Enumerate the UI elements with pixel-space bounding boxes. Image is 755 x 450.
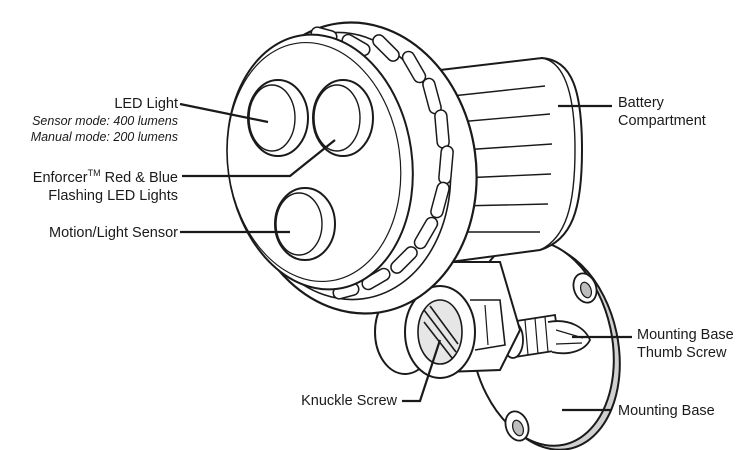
enforcer-name: Enforcer <box>32 169 88 186</box>
leader-lines <box>179 102 632 412</box>
led-light-title: LED Light <box>114 96 178 112</box>
enforcer-rest: Red & Blue <box>100 169 178 186</box>
label-motion-sensor: Motion/Light Sensor <box>49 225 178 241</box>
label-enforcer: EnforcerTM Red & Blue Flashing LED Light… <box>33 164 178 205</box>
thumb-screw-line1: Mounting Base <box>637 327 734 343</box>
enforcer-line2: Flashing LED Lights <box>48 187 178 204</box>
label-thumb-screw: Mounting Base Thumb Screw <box>637 326 734 362</box>
led-light-sensor-mode: Sensor mode: 400 lumens <box>32 114 178 128</box>
led-light-manual-mode: Manual mode: 200 lumens <box>30 130 178 144</box>
head-grooves <box>310 26 454 300</box>
label-battery: Battery Compartment <box>618 94 706 130</box>
led-light-lens <box>247 79 309 157</box>
label-led-light: LED Light Sensor mode: 400 lumens Manual… <box>31 95 178 145</box>
label-knuckle-screw: Knuckle Screw <box>301 393 397 409</box>
leader-knuckle-screw <box>402 339 442 403</box>
label-mounting-base: Mounting Base <box>618 403 715 419</box>
knuckle-arm <box>374 261 522 379</box>
leader-enforcer <box>182 139 336 178</box>
enforcer-led-lens <box>312 79 374 157</box>
enforcer-line1: EnforcerTM Red & Blue <box>33 164 178 187</box>
battery-line1: Battery <box>618 95 664 111</box>
battery-line2: Compartment <box>618 113 706 129</box>
battery-compartment-body <box>438 56 584 264</box>
thumb-screw-line2: Thumb Screw <box>637 345 727 361</box>
leader-led-light <box>179 102 269 124</box>
motion-sensor-lens <box>274 187 336 261</box>
trademark-symbol: TM <box>87 168 101 178</box>
